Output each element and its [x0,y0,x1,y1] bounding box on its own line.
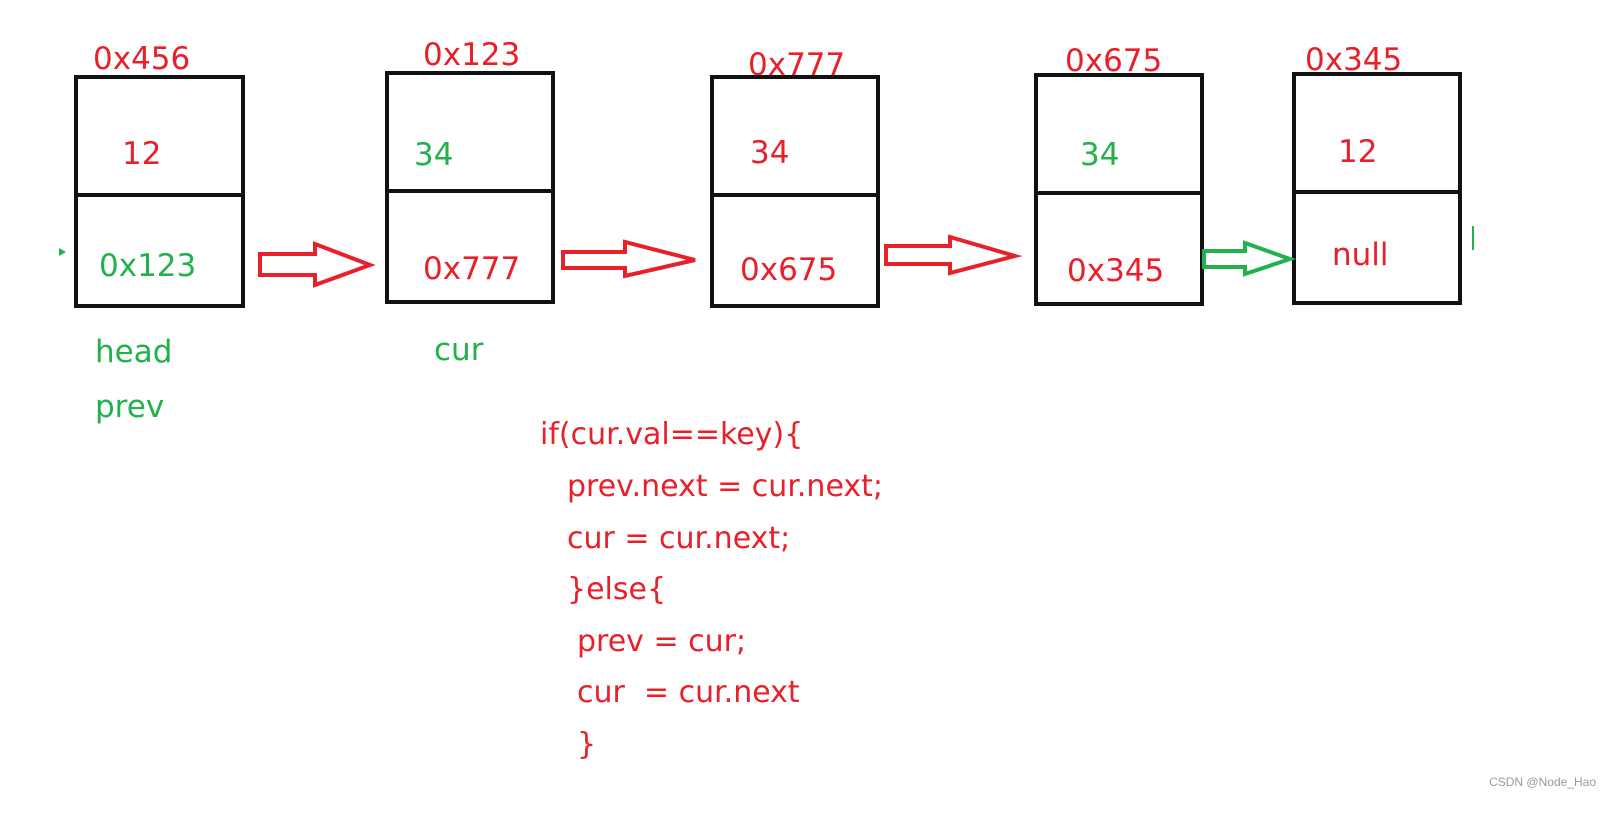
node-value: 34 [414,137,454,173]
list-node [710,75,880,308]
code-line: cur = cur.next; [567,521,791,556]
head-label: head [95,334,173,370]
node-address: 0x345 [1305,42,1403,78]
code-line: prev.next = cur.next; [567,469,883,504]
next-arrow [1202,240,1297,277]
node-value: 12 [122,136,162,172]
list-node [385,71,555,304]
code-line: } [577,727,597,762]
next-arrow [561,239,696,279]
node-address: 0x456 [93,41,191,77]
node-next: 0x123 [99,248,197,284]
code-line: }else{ [567,572,667,607]
node-value: 12 [1338,134,1378,170]
code-line: cur = cur.next [577,675,800,710]
next-arrow [884,234,1023,276]
code-line: prev = cur; [577,624,747,659]
node-next: 0x777 [423,251,521,287]
stray-mark [59,248,66,256]
node-value: 34 [1080,137,1120,173]
node-next: null [1332,237,1389,273]
node-address: 0x675 [1065,43,1163,79]
node-next: 0x345 [1067,253,1165,289]
node-value: 34 [750,135,790,171]
watermark: CSDN @Node_Hao [1489,775,1596,789]
list-node [1292,72,1462,305]
node-address: 0x123 [423,37,521,73]
prev-label: prev [95,389,165,425]
list-node [74,75,245,308]
list-node [1034,73,1204,306]
cur-label: cur [434,332,484,368]
code-line: if(cur.val==key){ [540,417,804,452]
next-arrow [258,241,376,288]
node-next: 0x675 [740,252,838,288]
